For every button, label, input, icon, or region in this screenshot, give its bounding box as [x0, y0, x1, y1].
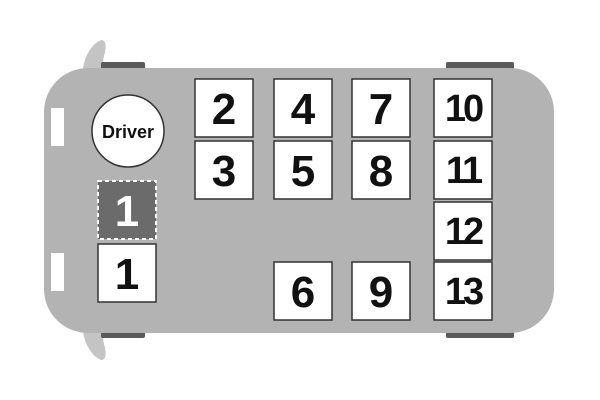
seat-10-label: 10	[445, 88, 483, 130]
front-passenger-folded-box	[97, 180, 157, 240]
seat-4-label: 4	[291, 85, 316, 134]
seat-9-label: 9	[369, 268, 393, 317]
seat-13-label: 13	[445, 271, 483, 313]
bottom-mirror	[83, 330, 106, 360]
seat-13-box	[433, 261, 493, 321]
seat-8-box	[351, 140, 411, 200]
front-passenger-folded-label: 1	[115, 187, 139, 236]
seat-6-box	[273, 261, 333, 321]
seat-4-box	[273, 78, 333, 138]
seat-6: 6	[273, 261, 333, 321]
seat-7: 7	[351, 78, 411, 138]
front-passenger-folded: 1	[97, 180, 157, 240]
seat-13: 13	[433, 261, 493, 321]
seat-9-box	[351, 261, 411, 321]
front-passenger-label: 1	[115, 250, 139, 299]
van-body	[44, 68, 554, 333]
seat-8-label: 8	[369, 147, 393, 196]
seat-11: 11	[433, 140, 493, 200]
seat-10-box	[433, 78, 493, 138]
seat-10: 10	[433, 78, 493, 138]
seat-7-box	[351, 78, 411, 138]
seat-12: 12	[433, 201, 493, 261]
seat-12-label: 12	[445, 211, 483, 253]
seat-8: 8	[351, 140, 411, 200]
seat-11-box	[433, 140, 493, 200]
seat-7-label: 7	[369, 85, 393, 134]
seat-3: 3	[194, 140, 254, 200]
seat-2-box	[194, 78, 254, 138]
driver-label: Driver	[102, 122, 154, 142]
seat-4: 4	[273, 78, 333, 138]
seat-3-label: 3	[212, 147, 236, 196]
seat-11-label: 11	[446, 150, 483, 192]
seat-5: 5	[273, 140, 333, 200]
front-passenger-box	[97, 243, 157, 303]
seat-2-label: 2	[212, 85, 236, 134]
top-mirror	[83, 40, 106, 70]
headlight-top	[51, 108, 64, 146]
seat-12-box	[433, 201, 493, 261]
headlight-bottom	[51, 253, 64, 291]
seat-5-label: 5	[291, 147, 315, 196]
seat-2: 2	[194, 78, 254, 138]
seat-3-box	[194, 140, 254, 200]
seat-9: 9	[351, 261, 411, 321]
front-passenger: 1	[97, 243, 157, 303]
driver-seat	[91, 94, 165, 168]
seat-5-box	[273, 140, 333, 200]
seat-6-label: 6	[291, 268, 315, 317]
